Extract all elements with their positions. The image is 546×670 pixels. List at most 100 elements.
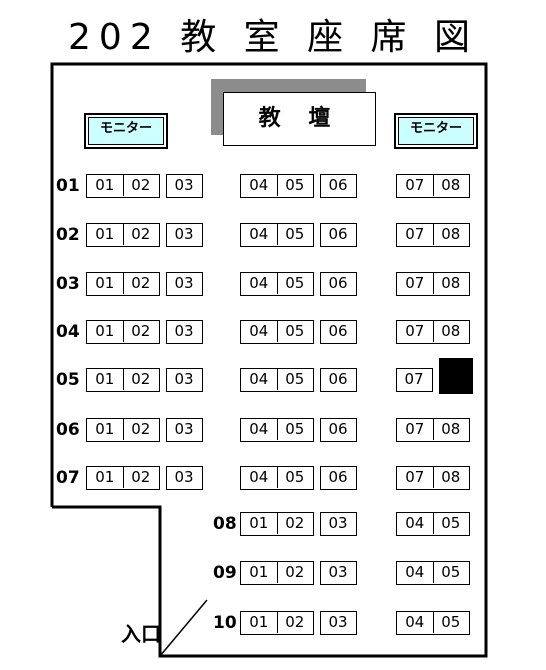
seat-desk: 04 05 — [396, 611, 470, 635]
seat-number: 01 — [95, 322, 115, 340]
seat-number: 03 — [174, 322, 194, 340]
row-label: 05 — [56, 370, 80, 390]
seat-number: 05 — [276, 175, 313, 196]
seat-number: 03 — [174, 370, 194, 388]
seat-number: 02 — [122, 369, 159, 390]
seat-desk: 06 — [320, 320, 357, 344]
seat-number: 08 — [432, 175, 469, 196]
seat-number: 01 — [249, 613, 269, 631]
row-label: 01 — [56, 176, 80, 196]
page-title: 202 教 室 座 席 図 — [68, 17, 478, 58]
seat-number: 05 — [432, 612, 469, 633]
seat-number: 08 — [432, 224, 469, 245]
row-label: 02 — [56, 225, 80, 245]
seat-number: 04 — [249, 468, 269, 486]
seat-number: 03 — [328, 563, 348, 581]
seat-number: 07 — [405, 176, 425, 194]
seat-number: 06 — [328, 274, 348, 292]
seat-number: 02 — [122, 419, 159, 440]
seat-number: 01 — [95, 468, 115, 486]
seat-number: 02 — [122, 224, 159, 245]
seat-number: 03 — [174, 176, 194, 194]
seat-number: 03 — [328, 613, 348, 631]
seat-number: 05 — [276, 467, 313, 488]
row-label: 09 — [213, 563, 237, 583]
monitor-left: モニター — [84, 113, 168, 149]
seat-desk: 06 — [320, 466, 357, 490]
seat-desk: 03 — [166, 320, 203, 344]
seat-desk: 03 — [320, 512, 357, 536]
seat-number: 07 — [405, 225, 425, 243]
row-label: 10 — [213, 613, 237, 633]
seat-desk: 03 — [320, 611, 357, 635]
seat-number: 02 — [122, 175, 159, 196]
seat-number: 01 — [95, 370, 115, 388]
seat-number: 02 — [122, 467, 159, 488]
seat-number: 02 — [276, 513, 313, 534]
seat-number: 08 — [432, 321, 469, 342]
seat-number: 04 — [249, 370, 269, 388]
seat-number: 03 — [174, 468, 194, 486]
seat-number: 03 — [174, 274, 194, 292]
seat-desk: 06 — [320, 272, 357, 296]
seat-desk: 07 08 — [396, 174, 470, 198]
seat-number: 02 — [276, 562, 313, 583]
seat-number: 01 — [95, 274, 115, 292]
seat-number: 01 — [95, 420, 115, 438]
seat-number: 05 — [432, 562, 469, 583]
row-label: 08 — [213, 514, 237, 534]
seat-number: 06 — [328, 225, 348, 243]
seat-number: 06 — [328, 420, 348, 438]
seat-desk: 03 — [166, 418, 203, 442]
seat-number: 04 — [249, 274, 269, 292]
seat-number: 01 — [95, 225, 115, 243]
seat-number: 07 — [405, 420, 425, 438]
seat-number: 05 — [432, 513, 469, 534]
seat-number: 05 — [276, 224, 313, 245]
seat-desk: 04 05 — [240, 368, 314, 392]
seat-desk: 03 — [166, 368, 203, 392]
seat-desk: 01 02 — [240, 512, 314, 536]
seat-desk: 01 02 — [86, 466, 160, 490]
seat-number: 06 — [328, 322, 348, 340]
seat-number: 01 — [249, 514, 269, 532]
seat-number: 08 — [432, 273, 469, 294]
seat-desk: 01 02 — [86, 320, 160, 344]
seat-desk: 01 02 — [86, 418, 160, 442]
seat-number: 02 — [122, 321, 159, 342]
seat-number: 07 — [404, 370, 424, 388]
seat-number: 04 — [405, 613, 425, 631]
seat-desk: 06 — [320, 223, 357, 247]
seat-number: 05 — [276, 369, 313, 390]
seat-desk: 06 — [320, 418, 357, 442]
seat-desk: 06 — [320, 368, 357, 392]
seat-number: 08 — [432, 467, 469, 488]
seat-desk: 04 05 — [240, 466, 314, 490]
row-label: 07 — [56, 468, 80, 488]
seat-number: 05 — [276, 273, 313, 294]
row-label: 04 — [56, 322, 80, 342]
monitor-right: モニター — [394, 113, 478, 149]
teacher-desk: 教 壇 — [223, 92, 376, 146]
seat-desk: 06 — [320, 174, 357, 198]
seat-desk: 07 08 — [396, 223, 470, 247]
seat-desk: 03 — [320, 561, 357, 585]
seat-number: 03 — [328, 514, 348, 532]
seat-number: 07 — [405, 468, 425, 486]
blocked-seat — [439, 358, 473, 394]
seat-desk: 01 02 — [86, 368, 160, 392]
entrance-label: 入口 — [121, 622, 161, 646]
seat-number: 03 — [174, 420, 194, 438]
seat-desk: 03 — [166, 174, 203, 198]
seat-number: 06 — [328, 468, 348, 486]
row-label: 06 — [56, 420, 80, 440]
